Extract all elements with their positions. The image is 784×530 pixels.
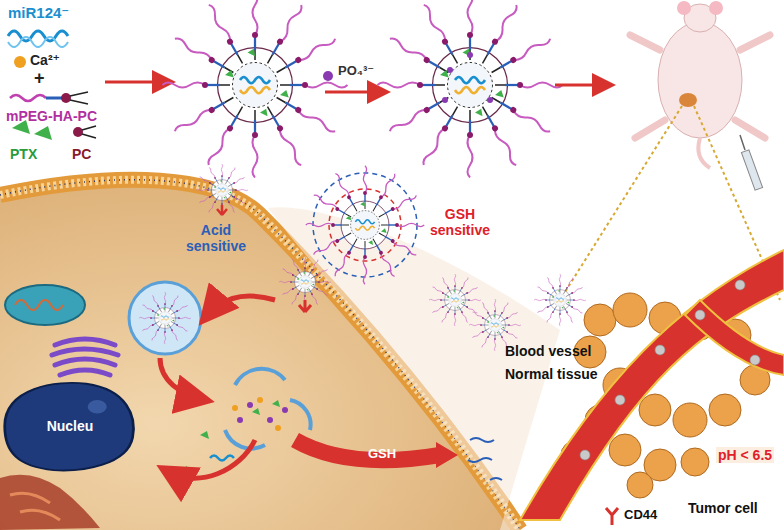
agent-label: GSH [368,447,396,462]
plus-sign: + [34,68,45,89]
polymer-label: mPEG-HA-PC [6,108,97,124]
lipid-label: PC [72,146,91,162]
region-label: Normal tissue [505,366,598,382]
region-label: Tumor cell [688,500,758,516]
region-label: Blood vessel [505,343,591,359]
receptor-label: CD44 [624,508,657,523]
ion-label: PO₄³⁻ [338,64,374,79]
ion-label: Ca²⁺ [30,52,60,68]
drug-label: PTX [10,146,37,162]
molecule-label: miR124⁻ [8,4,69,21]
nucleus-shape: Nucleu [2,378,138,474]
sensitivity-label: Acid sensitive [176,222,256,254]
organelle-label: Nucleu [2,418,138,434]
ph-label: pH < 6.5 [716,447,774,463]
sensitivity-label: GSH sensitive [420,206,500,238]
